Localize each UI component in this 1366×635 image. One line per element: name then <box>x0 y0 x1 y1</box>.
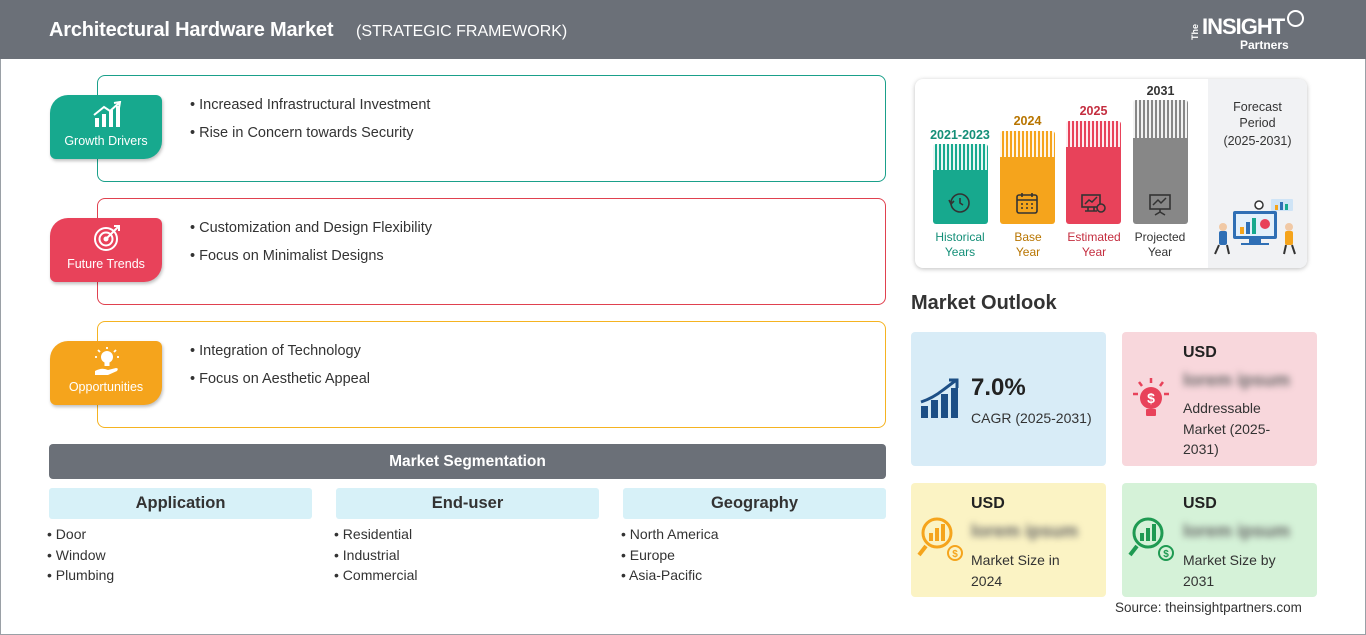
segment-list-end-user: Residential Industrial Commercial <box>334 525 418 587</box>
magnifier-chart-icon: $ <box>1128 517 1174 561</box>
size-2031-value: lorem ipsum <box>1183 521 1291 541</box>
year-label-estimated: 2025 <box>1079 104 1108 118</box>
lightbulb-hand-icon <box>95 347 119 375</box>
addressable-market-box: $ USD lorem ipsum Addressable Market (20… <box>1122 332 1317 466</box>
future-trends-list: Customization and Design Flexibility Foc… <box>190 219 432 275</box>
opportunities-badge: Opportunities <box>50 341 162 405</box>
bar-projected <box>1133 100 1188 224</box>
bar-caption-base: Base Year <box>1014 230 1042 259</box>
cagr-box: 7.0% CAGR (2025-2031) <box>911 332 1106 466</box>
list-item: North America <box>621 525 719 546</box>
growth-bars-icon <box>920 378 959 418</box>
size-2024-desc: Market Size in 2024 <box>971 552 1060 589</box>
list-item: Increased Infrastructural Investment <box>190 96 430 124</box>
list-item: Rise in Concern towards Security <box>190 124 430 152</box>
list-item: Europe <box>621 546 719 567</box>
list-item: Window <box>47 546 114 567</box>
segment-heading-end-user: End-user <box>336 488 599 519</box>
future-trends-badge: Future Trends <box>50 218 162 282</box>
source-text[interactable]: Source: theinsightpartners.com <box>1115 600 1302 615</box>
logo-partners: Partners <box>1240 38 1289 52</box>
list-item: Focus on Aesthetic Appeal <box>190 370 370 398</box>
addressable-usd: USD <box>1183 344 1217 361</box>
svg-text:$: $ <box>1147 390 1155 406</box>
list-item: Residential <box>334 525 417 546</box>
year-label-base: 2024 <box>1013 114 1042 128</box>
opportunities-list: Integration of Technology Focus on Aesth… <box>190 342 370 398</box>
target-icon <box>94 225 120 251</box>
growth-drivers-badge: Growth Drivers <box>50 95 162 159</box>
growth-drivers-card: Increased Infrastructural Investment Ris… <box>97 75 886 182</box>
list-item: Plumbing <box>47 566 114 587</box>
timeline-panel: Forecast Period (2025-2031) 2021-2023 Hi… <box>915 79 1307 268</box>
logo-ring-icon <box>1287 10 1304 27</box>
page-title: Architectural Hardware Market <box>49 19 334 41</box>
list-item: Focus on Minimalist Designs <box>190 247 432 275</box>
growth-chart-icon <box>93 101 122 127</box>
future-trends-card: Customization and Design Flexibility Foc… <box>97 198 886 305</box>
history-clock-icon <box>948 193 970 213</box>
future-trends-label: Future Trends <box>67 257 145 271</box>
bar-estimated <box>1066 121 1121 224</box>
segment-heading-application: Application <box>49 488 312 519</box>
estimate-gear-icon <box>1081 194 1106 213</box>
year-label-projected: 2031 <box>1146 84 1175 98</box>
size-2024-usd: USD <box>971 495 1005 512</box>
bar-base <box>1000 131 1055 224</box>
list-item: Integration of Technology <box>190 342 370 370</box>
market-outlook-title: Market Outlook <box>911 292 1057 314</box>
insight-partners-logo[interactable]: The INSIGHT Partners <box>1190 10 1310 54</box>
market-size-2031-box: $ USD lorem ipsum Market Size by 2031 <box>1122 483 1317 597</box>
bar-caption-projected: Projected Year <box>1134 230 1186 259</box>
cagr-value: 7.0% <box>971 374 1026 401</box>
calendar-icon <box>1016 193 1038 214</box>
svg-text:$: $ <box>1163 549 1169 560</box>
bar-caption-estimated: Estimated Year <box>1067 230 1121 259</box>
segment-list-application: Door Window Plumbing <box>47 525 114 587</box>
logo-the: The <box>1190 23 1200 40</box>
forecast-label-2: Period <box>1239 116 1276 130</box>
forecast-period-text: Forecast Period (2025-2031) <box>1208 99 1307 149</box>
size-2031-usd: USD <box>1183 495 1217 512</box>
addressable-desc: Addressable Market (2025- 2031) <box>1183 400 1271 457</box>
forecast-label: Forecast <box>1233 100 1282 114</box>
market-segmentation-bar: Market Segmentation <box>49 444 886 479</box>
svg-text:$: $ <box>952 549 958 560</box>
bar-historical <box>933 144 988 224</box>
list-item: Asia-Pacific <box>621 566 719 587</box>
magnifier-chart-icon: $ <box>917 517 963 561</box>
list-item: Customization and Design Flexibility <box>190 219 432 247</box>
list-item: Door <box>47 525 114 546</box>
opportunities-card: Integration of Technology Focus on Aesth… <box>97 321 886 428</box>
opportunities-label: Opportunities <box>68 380 144 394</box>
list-item: Industrial <box>334 546 417 567</box>
growth-drivers-label: Growth Drivers <box>64 134 148 148</box>
growth-drivers-list: Increased Infrastructural Investment Ris… <box>190 96 430 152</box>
page-subtitle: (STRATEGIC FRAMEWORK) <box>356 23 568 40</box>
size-2024-value: lorem ipsum <box>971 521 1079 541</box>
year-label-historical: 2021-2023 <box>930 128 990 142</box>
header-bar: Architectural Hardware Market (STRATEGIC… <box>0 0 1366 59</box>
bar-caption-historical: Historical Years <box>935 230 985 259</box>
dollar-bulb-icon: $ <box>1133 378 1169 416</box>
analytics-people-icon <box>1214 199 1296 255</box>
segment-list-geography: North America Europe Asia-Pacific <box>621 525 719 587</box>
logo-insight: INSIGHT <box>1202 14 1285 39</box>
list-item: Commercial <box>334 566 418 587</box>
presentation-icon <box>1149 194 1171 216</box>
size-2031-desc: Market Size by 2031 <box>1183 552 1276 589</box>
cagr-desc: CAGR (2025-2031) <box>971 410 1092 426</box>
addressable-value: lorem ipsum <box>1183 370 1291 390</box>
market-size-2024-box: $ USD lorem ipsum Market Size in 2024 <box>911 483 1106 597</box>
forecast-range: (2025-2031) <box>1223 134 1292 148</box>
segment-heading-geography: Geography <box>623 488 886 519</box>
